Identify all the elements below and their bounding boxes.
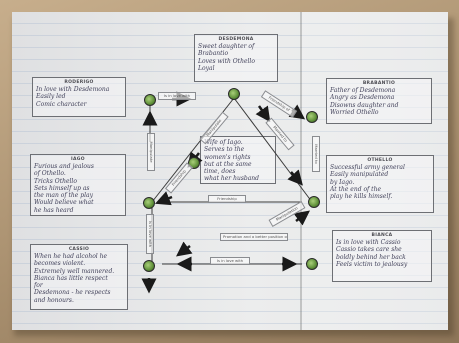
iago-line: Tricks Othello xyxy=(34,177,77,185)
bianca-head-icon xyxy=(306,258,318,270)
desdemona-line: Loyal xyxy=(198,64,215,72)
emilia-line: Serves to the xyxy=(204,146,245,154)
cassio-head-icon xyxy=(143,260,155,272)
iago-line: Would believe what xyxy=(34,199,94,207)
cassio-title: CASSIO xyxy=(68,247,90,252)
brabantio-title: BRABANTIO xyxy=(362,81,396,86)
arrow-desdemona-down xyxy=(255,105,271,123)
desdemona-head-icon xyxy=(228,88,240,100)
brabantio-line: Father of Desdemona xyxy=(330,87,396,94)
emilia-line: but at the same xyxy=(204,160,252,168)
emilia-line: women's rights xyxy=(204,153,251,161)
desdemona-line: Loves with Othello xyxy=(198,57,255,65)
cassio-line: When he had alcohol he xyxy=(34,253,108,260)
emilia-line: time, does xyxy=(204,168,236,176)
cassio-line: becomes violent. xyxy=(34,260,86,268)
desdemona-title: DESDEMONA xyxy=(218,37,254,42)
iago-box: IAGO Furious and jealous of Othello. Tri… xyxy=(30,154,126,216)
desdemona-box: DESDEMONA Sweet daughter of Brabantio Lo… xyxy=(194,34,278,82)
brabantio-line: Disowns daughter and xyxy=(330,101,399,109)
relation-label: Is in love with xyxy=(158,92,196,100)
brabantio-line: Worried Othello xyxy=(330,108,379,116)
bianca-box: BIANCA Is in love with Cassio Cassio tak… xyxy=(332,230,432,282)
brabantio-box: BRABANTIO Father of Desdemona Angry as D… xyxy=(326,78,432,124)
iago-head-icon xyxy=(143,197,155,209)
desdemona-line: Brabantio xyxy=(198,50,229,58)
roderigo-line: Easily led xyxy=(36,93,66,101)
cassio-line: Bianca has little respect xyxy=(34,274,108,282)
arrow-to-othello-lower xyxy=(293,210,310,226)
brabantio-line: Angry as Desdemona xyxy=(330,94,395,102)
bianca-title: BIANCA xyxy=(371,233,393,238)
othello-line: Easily manipulated xyxy=(330,171,389,179)
othello-box: OTHELLO Successful army general Easily m… xyxy=(326,155,434,213)
roderigo-line: Comic character xyxy=(36,100,87,108)
cassio-line: for xyxy=(34,282,43,290)
emilia-line: what her husband says xyxy=(204,175,260,183)
iago-line: of Othello. xyxy=(34,170,66,178)
othello-title: OTHELLO xyxy=(367,158,393,163)
othello-line: play he kills himself. xyxy=(330,193,393,201)
diagonal-line-right xyxy=(233,97,313,203)
othello-line: by Iago. xyxy=(330,178,355,186)
iago-line: the man of the play xyxy=(34,192,93,200)
relation-label: Manipulate xyxy=(147,133,155,171)
cassio-line: Desdemona - he respects xyxy=(34,289,111,297)
iago-line: Furious and jealous xyxy=(34,163,94,170)
brabantio-head-icon xyxy=(306,111,318,123)
othello-head-icon xyxy=(308,196,320,208)
othello-line: Successful army general xyxy=(330,164,405,171)
roderigo-line: In love with Desdemona xyxy=(36,86,110,93)
bianca-line: Cassio takes care she xyxy=(336,246,402,254)
othello-line: At the end of the xyxy=(330,185,382,193)
paper-sheet: DESDEMONA Sweet daughter of Brabantio Lo… xyxy=(12,12,448,330)
cassio-line: and honours. xyxy=(34,296,74,304)
bianca-line: Feels victim to jealousy xyxy=(336,260,408,268)
bianca-line: boldly behind her back xyxy=(336,253,406,261)
arrow-to-iago xyxy=(155,191,173,206)
relation-label: Promotion and a better position of xyxy=(220,233,288,241)
cassio-line: Extremely well mannered. xyxy=(34,267,115,275)
relation-label: Is in love with xyxy=(210,257,250,265)
cassio-box: CASSIO When he had alcohol he becomes vi… xyxy=(30,244,128,310)
connector-arrows xyxy=(141,91,313,294)
roderigo-title: RODERIGO xyxy=(64,80,94,85)
iago-title: IAGO xyxy=(71,157,85,162)
desdemona-line: Sweet daughter of xyxy=(198,43,255,50)
iago-line: Sets himself up as xyxy=(34,184,90,192)
arrow-cassio-up xyxy=(176,241,193,257)
roderigo-head-icon xyxy=(144,94,156,106)
iago-line: he has heard xyxy=(34,206,74,214)
relation-label: Friendship xyxy=(208,195,246,203)
emilia-line: Wife of Iago. xyxy=(204,139,243,146)
arrow-to-othello-upper xyxy=(287,169,303,186)
roderigo-box: RODERIGO In love with Desdemona Easily l… xyxy=(32,77,126,117)
emilia-box: Wife of Iago. Serves to the women's righ… xyxy=(200,136,276,184)
relation-label: Is in love with xyxy=(146,214,154,254)
bianca-line: Is in love with Cassio xyxy=(336,239,401,246)
relation-label: Married to xyxy=(312,136,320,172)
